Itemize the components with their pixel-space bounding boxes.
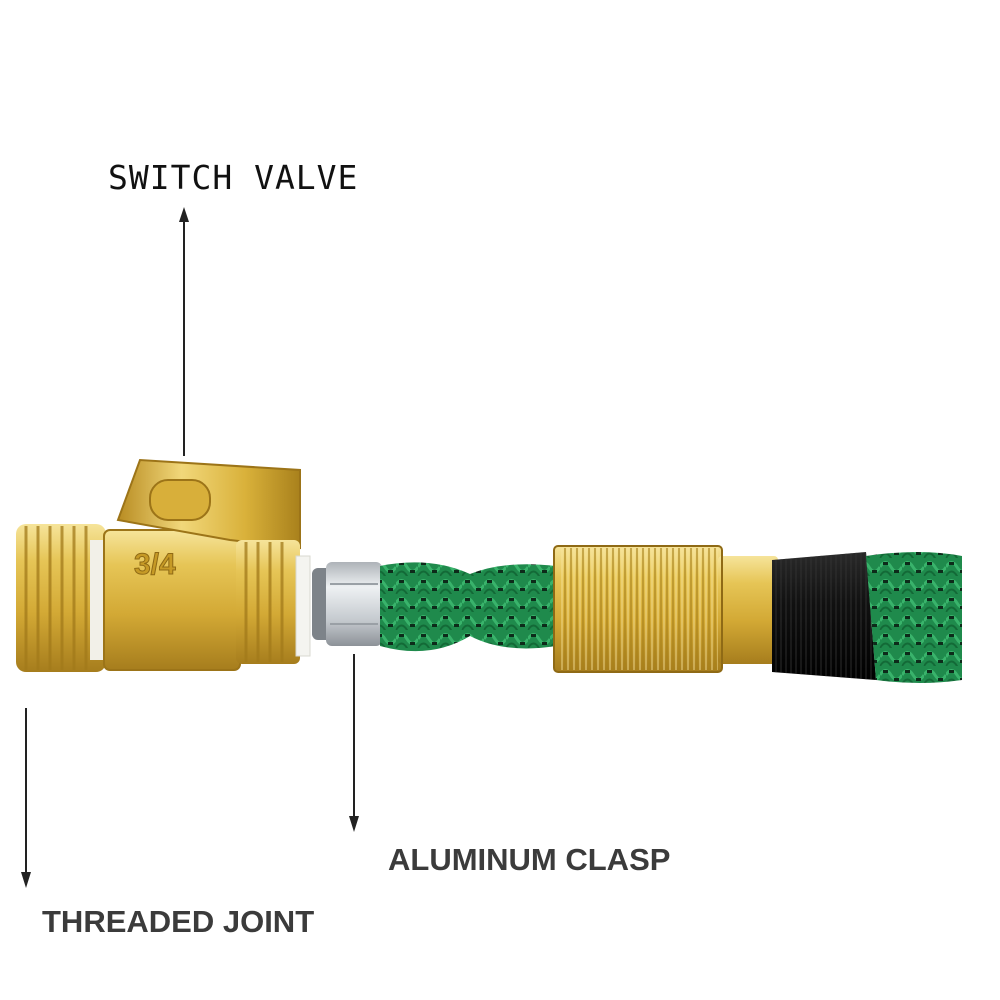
- aluminum-clasp: [312, 562, 382, 646]
- threaded-joint: [16, 524, 112, 672]
- hose-section-left: [380, 562, 556, 652]
- switch-valve: 3/4: [103, 458, 311, 671]
- hose-section-right: [866, 552, 962, 683]
- valve-size-marking: 3/4: [134, 548, 176, 581]
- switch-valve-label: SWITCH VALVE: [108, 158, 359, 197]
- threaded-joint-label: THREADED JOINT: [42, 904, 315, 939]
- rubber-sleeve: [772, 552, 876, 680]
- up-arrow-icon: [179, 207, 189, 456]
- down-arrow-icon: [21, 708, 31, 888]
- down-arrow-icon: [349, 654, 359, 832]
- aluminum-clasp-label: ALUMINUM CLASP: [388, 842, 671, 877]
- knurled-coupling: [553, 545, 778, 673]
